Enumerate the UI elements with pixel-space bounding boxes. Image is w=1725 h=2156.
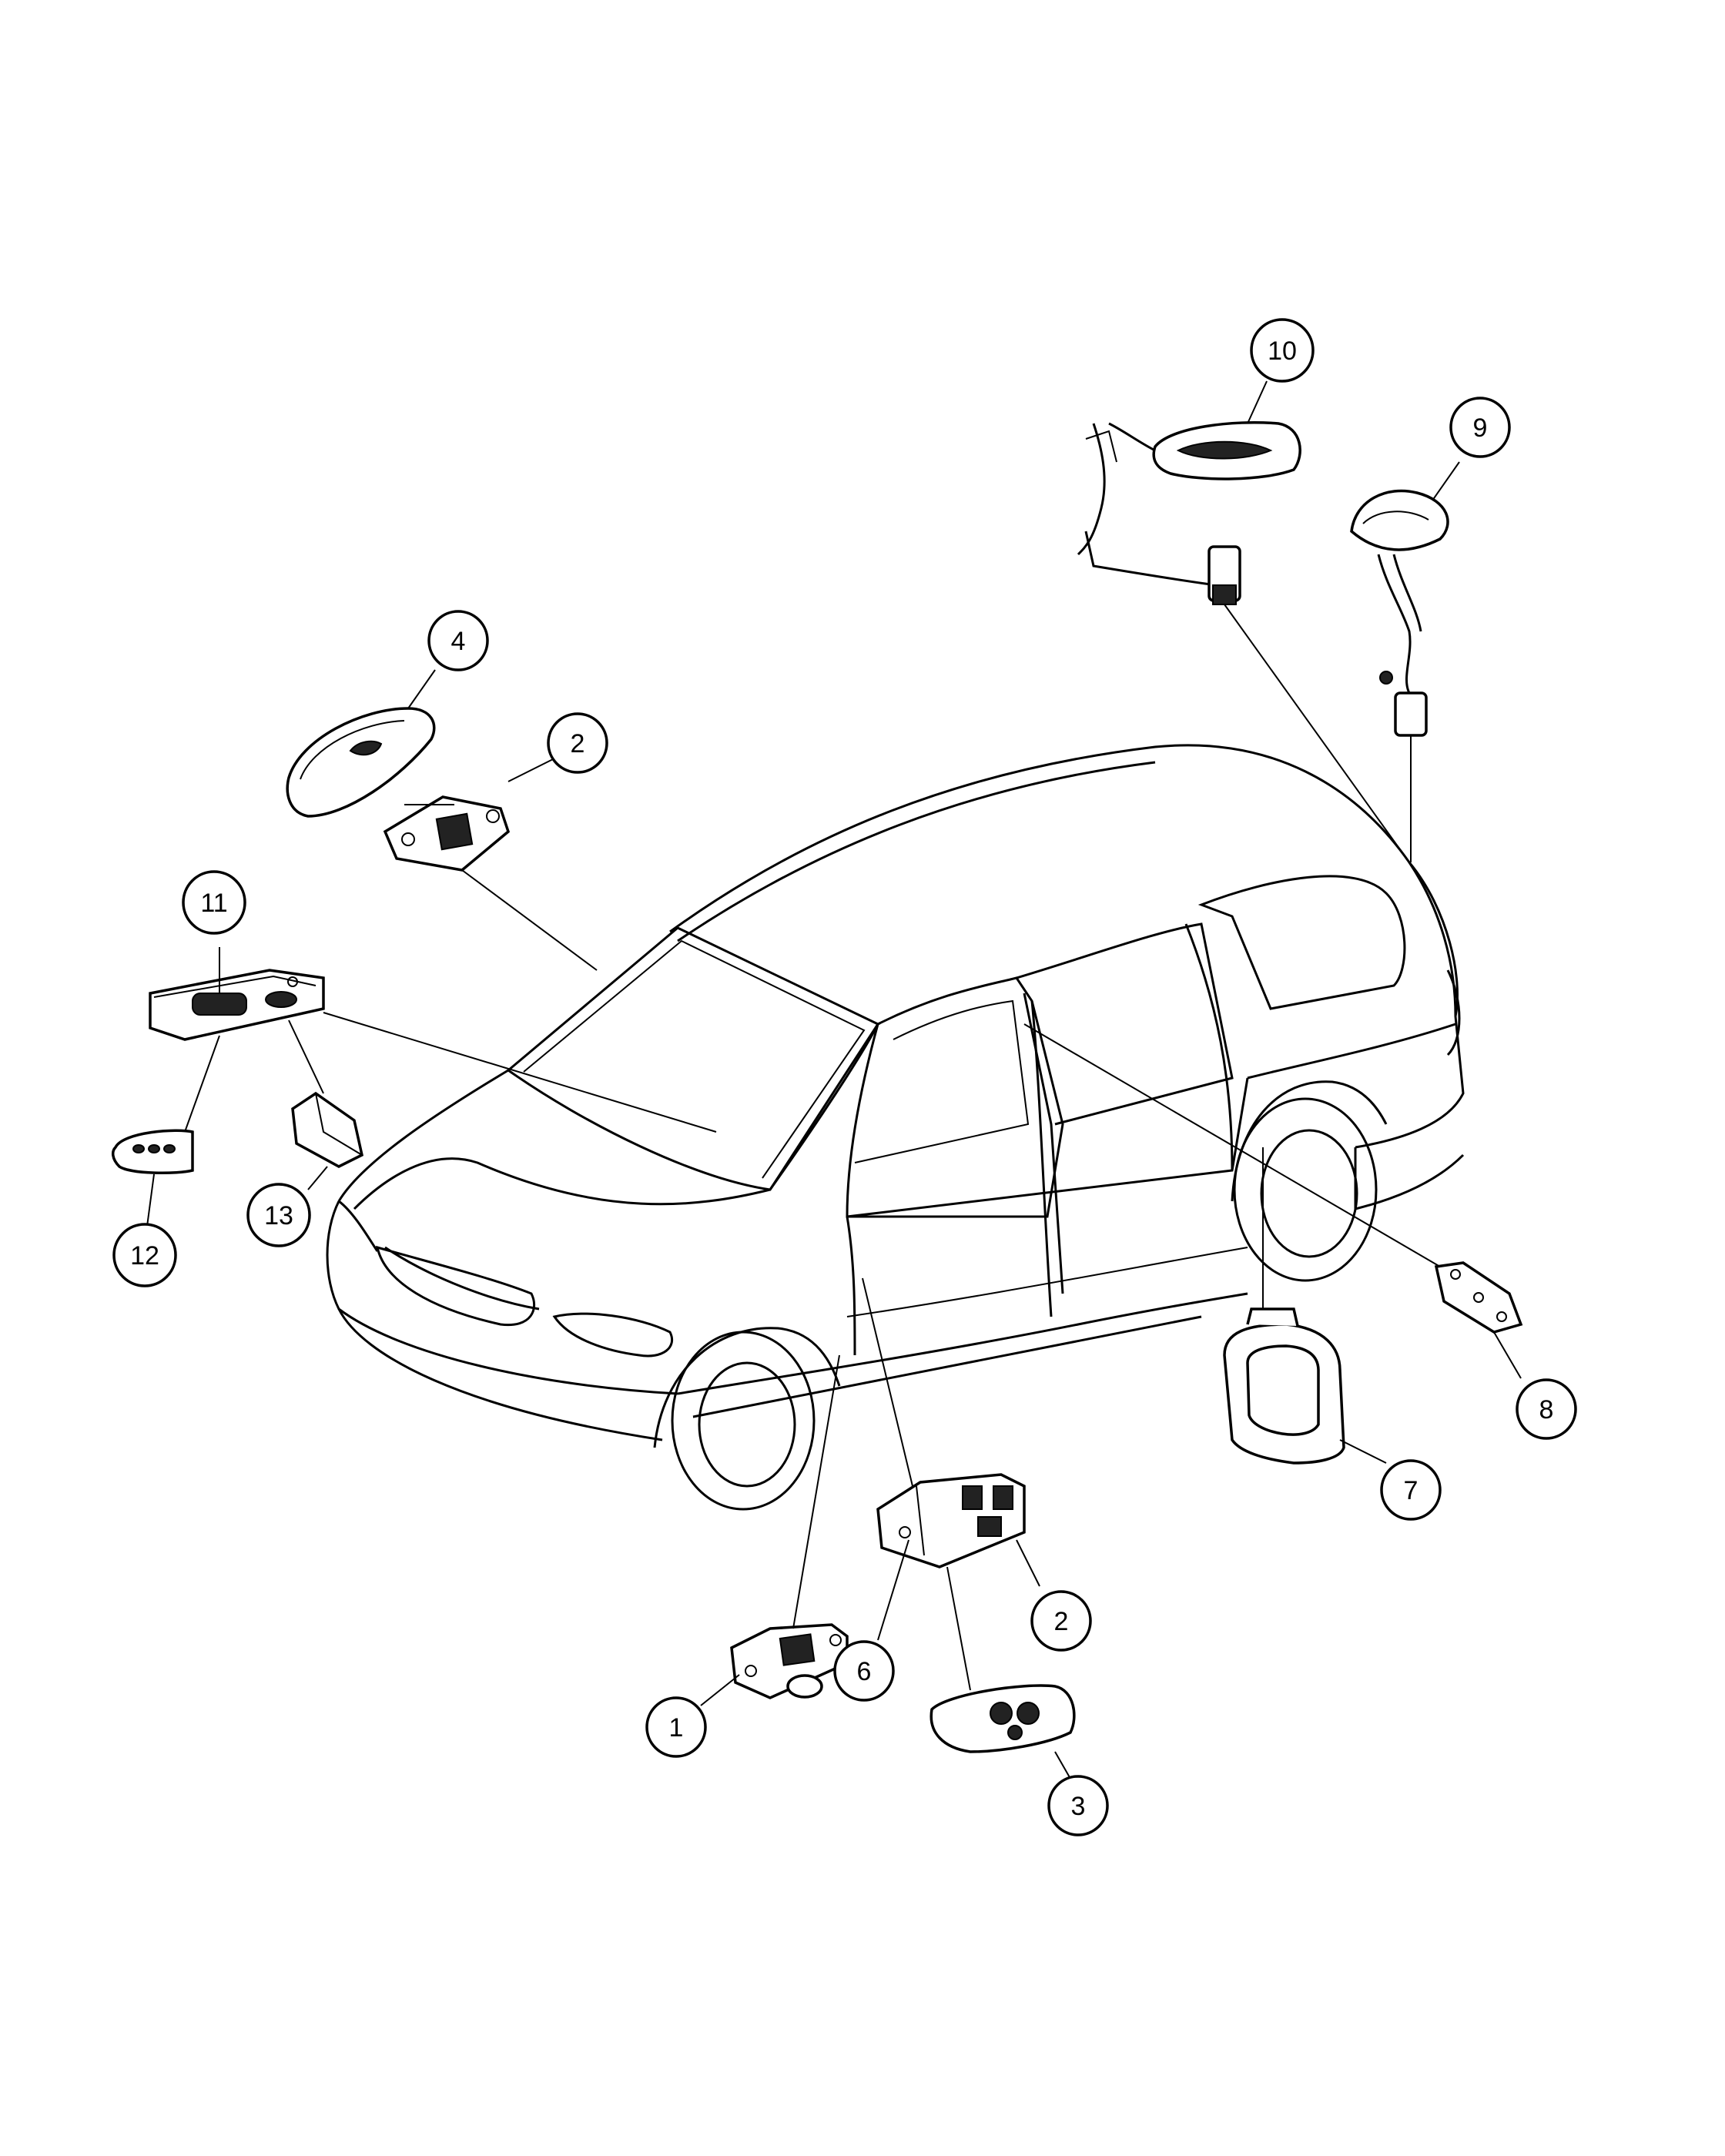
callout-10: 10 [1250, 318, 1315, 383]
callout-2-upper: 2 [547, 712, 608, 774]
callout-2-lower-label: 2 [1054, 1607, 1069, 1636]
callout-2-lower: 2 [1030, 1590, 1092, 1652]
callout-9-label: 9 [1473, 413, 1488, 443]
callout-7-label: 7 [1404, 1476, 1419, 1505]
part-2-module-lower [876, 1473, 1026, 1568]
callout-8: 8 [1516, 1378, 1577, 1440]
callout-1-label: 1 [669, 1713, 684, 1743]
callout-13-label: 13 [264, 1201, 293, 1230]
part-12-key-fob [111, 1129, 194, 1175]
part-3-switch-bezel [929, 1684, 1076, 1753]
callout-13: 13 [246, 1183, 311, 1247]
leader-lines [146, 380, 1522, 1779]
callout-2-upper-label: 2 [571, 729, 585, 758]
callout-11: 11 [182, 870, 246, 935]
callout-11-label: 11 [200, 889, 227, 918]
callout-6: 6 [833, 1640, 895, 1702]
part-10-harness-lamp [1077, 421, 1301, 605]
callout-12: 12 [112, 1223, 177, 1287]
part-8-bracket [1434, 1261, 1523, 1334]
callout-6-label: 6 [857, 1657, 872, 1686]
part-13-block [291, 1091, 364, 1168]
callout-8-label: 8 [1539, 1395, 1554, 1424]
part-4-bezel [286, 707, 436, 818]
callout-9: 9 [1449, 397, 1511, 458]
part-1-switch [730, 1623, 849, 1699]
callout-10-label: 10 [1268, 336, 1297, 366]
part-11-module [149, 969, 325, 1041]
callout-7: 7 [1380, 1459, 1442, 1521]
part-2-module-upper [383, 795, 511, 872]
callout-4: 4 [427, 610, 489, 671]
callout-1: 1 [645, 1696, 707, 1758]
part-9-sensor [1350, 489, 1449, 737]
callout-4-label: 4 [451, 627, 466, 656]
callout-3-label: 3 [1071, 1792, 1086, 1821]
minivan-illustration [326, 744, 1465, 1511]
callout-12-label: 12 [130, 1241, 159, 1270]
callout-3: 3 [1047, 1775, 1109, 1836]
part-7-mirror-glass [1223, 1307, 1345, 1465]
